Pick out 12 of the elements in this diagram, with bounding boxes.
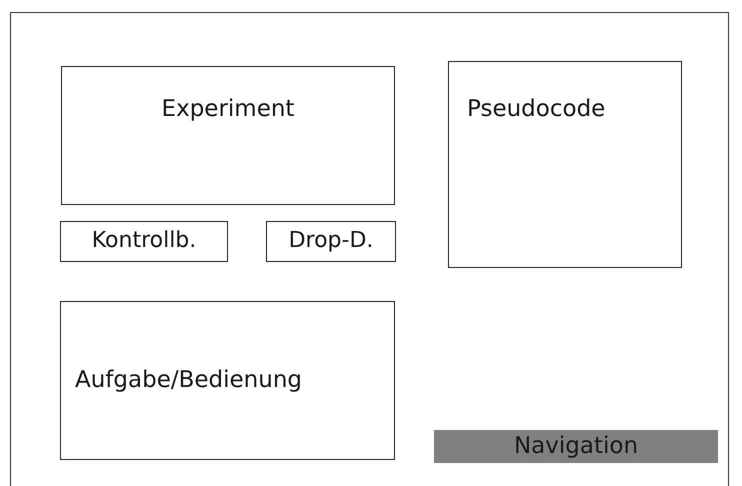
panel-box xyxy=(61,66,395,205)
panel-label: Aufgabe/Bedienung xyxy=(75,368,302,394)
panel-box xyxy=(60,221,228,262)
panel-label: Navigation xyxy=(514,434,638,460)
navigation-bar xyxy=(434,430,718,463)
panel-label: Pseudocode xyxy=(467,97,606,122)
panel-label: Kontrollb. xyxy=(92,229,196,254)
panel-box xyxy=(448,61,682,268)
panel-box xyxy=(60,301,395,460)
panel-box xyxy=(266,221,396,262)
panel-label: Experiment xyxy=(162,97,294,122)
panel-label: Drop-D. xyxy=(288,229,374,254)
